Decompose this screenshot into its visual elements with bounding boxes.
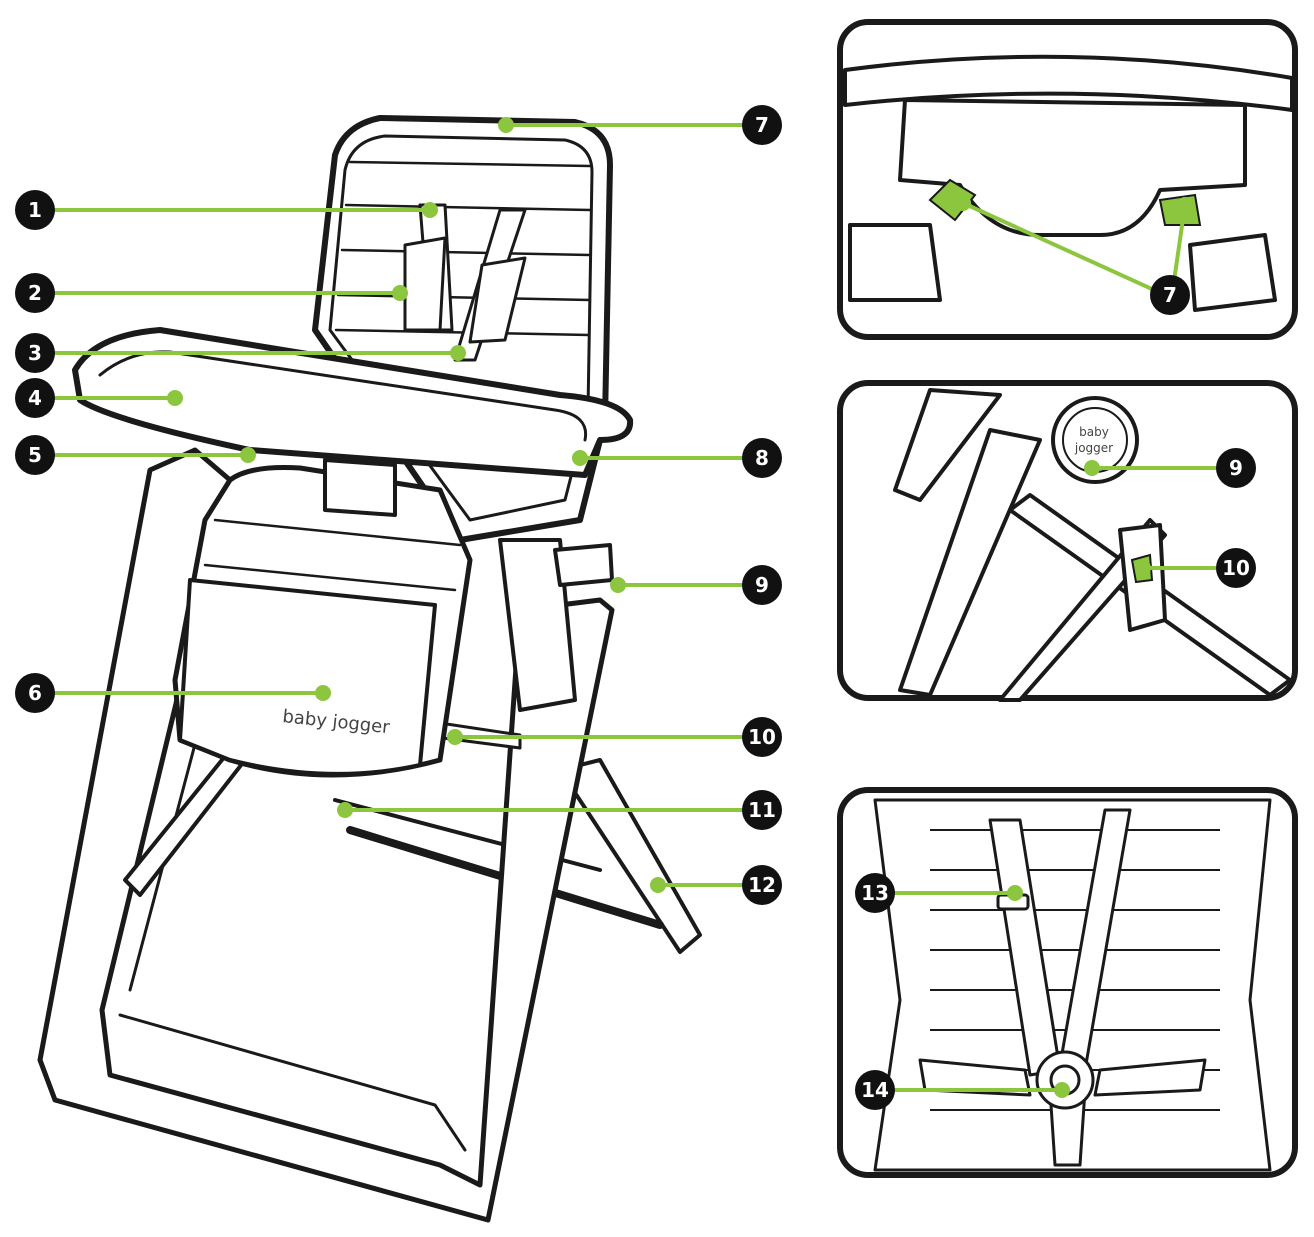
detail-panel-harness — [837, 787, 1298, 1178]
callout-3: 3 — [15, 333, 55, 373]
svg-text:9: 9 — [1229, 456, 1243, 480]
callout-6: 6 — [15, 673, 55, 713]
seat-side-bracket — [498, 538, 577, 712]
svg-text:7: 7 — [1163, 283, 1177, 307]
svg-text:8: 8 — [755, 446, 769, 470]
callout-9-detail: 9 — [1216, 448, 1256, 488]
callout-5: 5 — [15, 435, 55, 475]
svg-text:3: 3 — [28, 341, 42, 365]
hub-logo-line2: jogger — [1074, 441, 1113, 455]
callout-1: 1 — [15, 190, 55, 230]
tray — [72, 327, 634, 478]
tray-block — [898, 98, 1247, 237]
tray-underside — [843, 54, 1294, 112]
svg-text:12: 12 — [748, 873, 776, 897]
right-clamp — [1188, 233, 1277, 312]
callout-7-detail: 7 — [1150, 275, 1190, 315]
callout-10-detail: 10 — [1216, 548, 1256, 588]
callout-7-main: 7 — [742, 105, 782, 145]
callout-8: 8 — [742, 438, 782, 478]
detail-seat-wing — [893, 388, 1002, 502]
svg-text:1: 1 — [28, 198, 42, 222]
svg-text:2: 2 — [28, 281, 42, 305]
svg-text:13: 13 — [861, 881, 889, 905]
detail-panel-recline-hub: baby jogger — [837, 380, 1298, 702]
hub-logo-line1: baby — [1079, 425, 1109, 439]
left-release-latch — [928, 178, 977, 222]
detail-panel-tray-release — [837, 19, 1298, 340]
callout-14: 14 — [855, 1070, 895, 1110]
seat-front-flap — [178, 578, 437, 776]
recline-hub — [553, 543, 614, 587]
callout-13: 13 — [855, 873, 895, 913]
callout-leader-lines — [53, 123, 1217, 1092]
shoulder-pad-left — [403, 236, 447, 332]
svg-text:11: 11 — [748, 798, 776, 822]
detail-waist-strap — [918, 1058, 1032, 1097]
svg-text:4: 4 — [28, 386, 42, 410]
rear-leg — [558, 758, 702, 954]
svg-text:10: 10 — [1222, 556, 1250, 580]
callout-2: 2 — [15, 273, 55, 313]
seat-stitching — [203, 518, 462, 592]
svg-text:10: 10 — [748, 725, 776, 749]
callout-badges: 7 1 2 3 4 5 8 9 — [15, 105, 1256, 1110]
leader-7-detail-a — [961, 201, 1167, 297]
callout-11: 11 — [742, 790, 782, 830]
left-clamp — [848, 223, 942, 302]
callout-10-main: 10 — [742, 717, 782, 757]
svg-text:6: 6 — [28, 681, 42, 705]
svg-text:7: 7 — [755, 113, 769, 137]
tray-crotch-post — [323, 458, 397, 517]
detail-frame-leg — [898, 428, 1042, 697]
callout-12: 12 — [742, 865, 782, 905]
main-chair-illustration — [37, 115, 702, 1223]
callout-4: 4 — [15, 378, 55, 418]
detail-waist-strap-right — [1093, 1058, 1207, 1097]
callout-anchor-dots — [167, 117, 1193, 1098]
svg-text:9: 9 — [755, 573, 769, 597]
callout-9-main: 9 — [742, 565, 782, 605]
svg-text:14: 14 — [861, 1078, 889, 1102]
shoulder-pad-right — [468, 256, 527, 344]
svg-text:5: 5 — [28, 443, 42, 467]
